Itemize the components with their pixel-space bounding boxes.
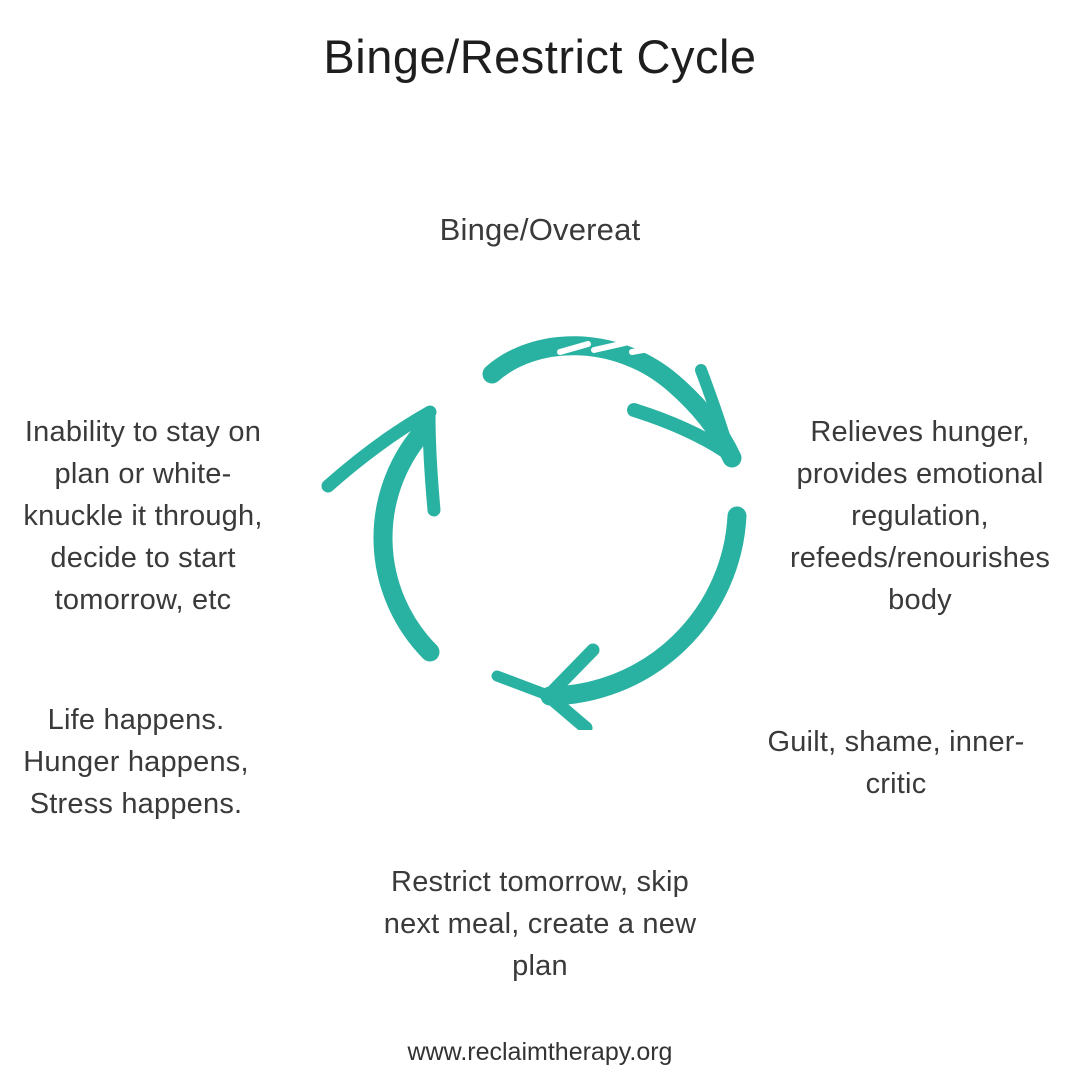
- cycle-arc-top: [482, 336, 742, 468]
- text-line: Hunger happens,: [23, 746, 249, 778]
- cycle-arc-left: [321, 405, 441, 662]
- stage-restrict-tomorrow: Restrict tomorrow, skip next meal, creat…: [340, 861, 740, 987]
- circular-arrows-clockwise-icon: [321, 336, 747, 730]
- text-line: Inability to stay on: [24, 416, 262, 448]
- text-line: critic: [865, 768, 927, 800]
- stage-life-happens: Life happens. Hunger happens, Stress hap…: [0, 699, 272, 825]
- text-line: tomorrow, etc: [54, 584, 232, 616]
- stage-guilt-shame-inner-critic: Guilt, shame, inner- critic: [736, 721, 1056, 805]
- text-line: Restrict tomorrow, skip: [391, 866, 689, 898]
- text-line: body: [888, 584, 952, 616]
- page-title: Binge/Restrict Cycle: [323, 30, 757, 83]
- text-line: regulation,: [851, 500, 989, 532]
- text-line: Stress happens.: [29, 788, 243, 820]
- stage-binge-overeat: Binge/Overeat: [0, 208, 1080, 252]
- text-line: plan: [512, 950, 568, 982]
- cycle-arc-right: [491, 506, 747, 730]
- text-line: provides emotional: [796, 458, 1044, 490]
- stage-inability-to-stay-on-plan: Inability to stay on plan or white- knuc…: [0, 411, 286, 621]
- stage-relieves-hunger: Relieves hunger, provides emotional regu…: [758, 411, 1080, 621]
- text-line: knuckle it through,: [23, 500, 263, 532]
- text-line: refeeds/renourishes: [789, 542, 1051, 574]
- text-line: decide to start: [50, 542, 236, 574]
- scribble-marks: [557, 338, 716, 368]
- text-line: Life happens.: [47, 704, 225, 736]
- text-line: plan or white-: [54, 458, 232, 490]
- footer-url: www.reclaimtherapy.org: [407, 1038, 673, 1066]
- text-line: next meal, create a new: [383, 908, 697, 940]
- text-line: Guilt, shame, inner-: [767, 726, 1025, 758]
- text-line: Binge/Overeat: [439, 212, 641, 247]
- text-line: Relieves hunger,: [810, 416, 1030, 448]
